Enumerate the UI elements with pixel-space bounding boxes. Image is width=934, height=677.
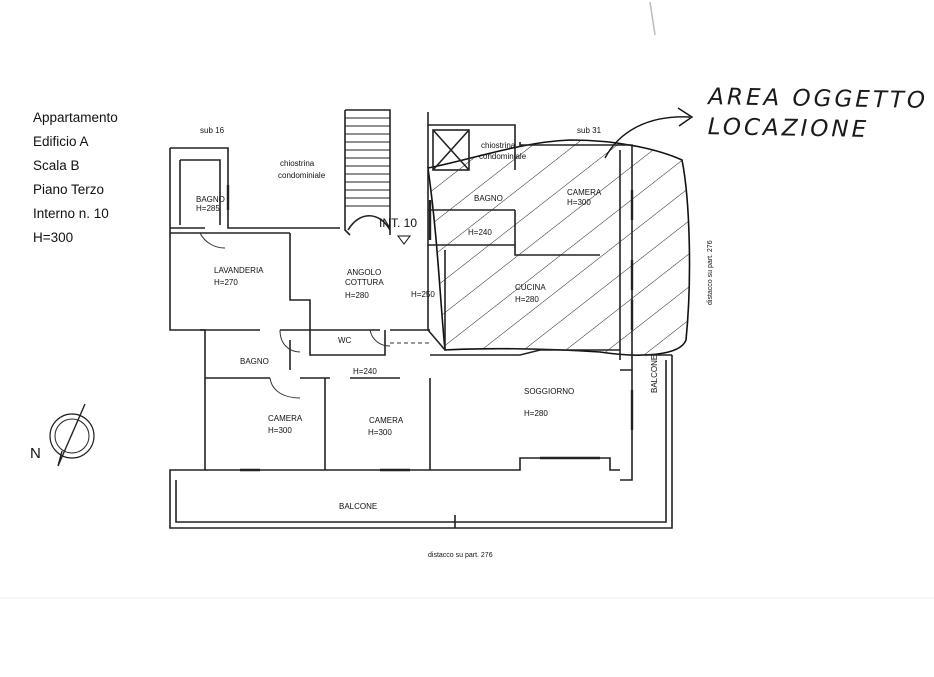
north-arrow: N — [30, 403, 95, 467]
label-h240-mid: H=240 — [353, 367, 377, 376]
label-balcone-bottom: BALCONE — [339, 502, 377, 511]
label-distacco-bottom: distacco su part. 276 — [428, 552, 493, 559]
label-h250: H=250 — [411, 290, 435, 299]
info-staircase: Scala B — [33, 158, 80, 173]
info-apartment: Appartamento — [33, 110, 118, 125]
label-chiostrina-right-1: chiostrina — [481, 141, 516, 150]
label-balcone-right: BALCONE — [650, 355, 659, 393]
label-camera-a-h: H=300 — [268, 426, 292, 435]
room-labels: sub 16 sub 31 chiostrina condominiale ch… — [196, 126, 714, 559]
label-distacco-right: distacco su part. 276 — [707, 240, 714, 305]
label-chiostrina-left-2: condominiale — [278, 171, 326, 180]
rental-area — [427, 139, 691, 356]
label-angolo-2: COTTURA — [345, 278, 384, 287]
label-lavanderia-h: H=270 — [214, 278, 238, 287]
compass-needle — [57, 403, 86, 467]
label-camera-b-h: H=300 — [368, 428, 392, 437]
info-height: H=300 — [33, 230, 74, 245]
label-sub16: sub 16 — [200, 126, 225, 135]
label-bagno-top: BAGNO — [196, 195, 225, 204]
label-cucina-h: H=280 — [515, 295, 539, 304]
openings — [226, 185, 634, 472]
label-chiostrina-left-1: chiostrina — [280, 159, 315, 168]
info-floor: Piano Terzo — [33, 182, 105, 197]
label-angolo-h: H=280 — [345, 291, 369, 300]
label-int10: INT. 10 — [379, 216, 417, 230]
label-sub31: sub 31 — [577, 126, 602, 135]
label-soggiorno: SOGGIORNO — [524, 387, 574, 396]
north-label: N — [30, 445, 41, 462]
label-wc: WC — [338, 336, 352, 345]
label-bagno-mid: BAGNO — [240, 357, 269, 366]
info-interior: Interno n. 10 — [33, 206, 109, 221]
label-camera-right-h: H=300 — [567, 198, 591, 207]
entrance-marker — [397, 235, 411, 245]
compass-circle — [49, 413, 95, 459]
label-angolo-1: ANGOLO — [347, 268, 381, 277]
compass-circle-inner — [54, 418, 90, 454]
label-lavanderia: LAVANDERIA — [214, 266, 264, 275]
info-building: Edificio A — [33, 134, 89, 149]
label-cucina: CUCINA — [515, 283, 546, 292]
annotation-arrow — [604, 107, 694, 159]
label-soggiorno-h: H=280 — [524, 409, 548, 418]
label-camera-a: CAMERA — [268, 414, 303, 423]
label-bagno-top-h: H=285 — [196, 204, 220, 213]
label-chiostrina-right-2: condominiale — [479, 152, 527, 161]
door-swings — [199, 232, 391, 399]
label-bagno-right: BAGNO — [474, 194, 503, 203]
label-camera-right: CAMERA — [567, 188, 602, 197]
label-camera-b: CAMERA — [369, 416, 404, 425]
label-h240-right: H=240 — [468, 228, 492, 237]
apartment-info: Appartamento Edificio A Scala B Piano Te… — [33, 106, 118, 250]
scan-mark — [649, 1, 656, 36]
